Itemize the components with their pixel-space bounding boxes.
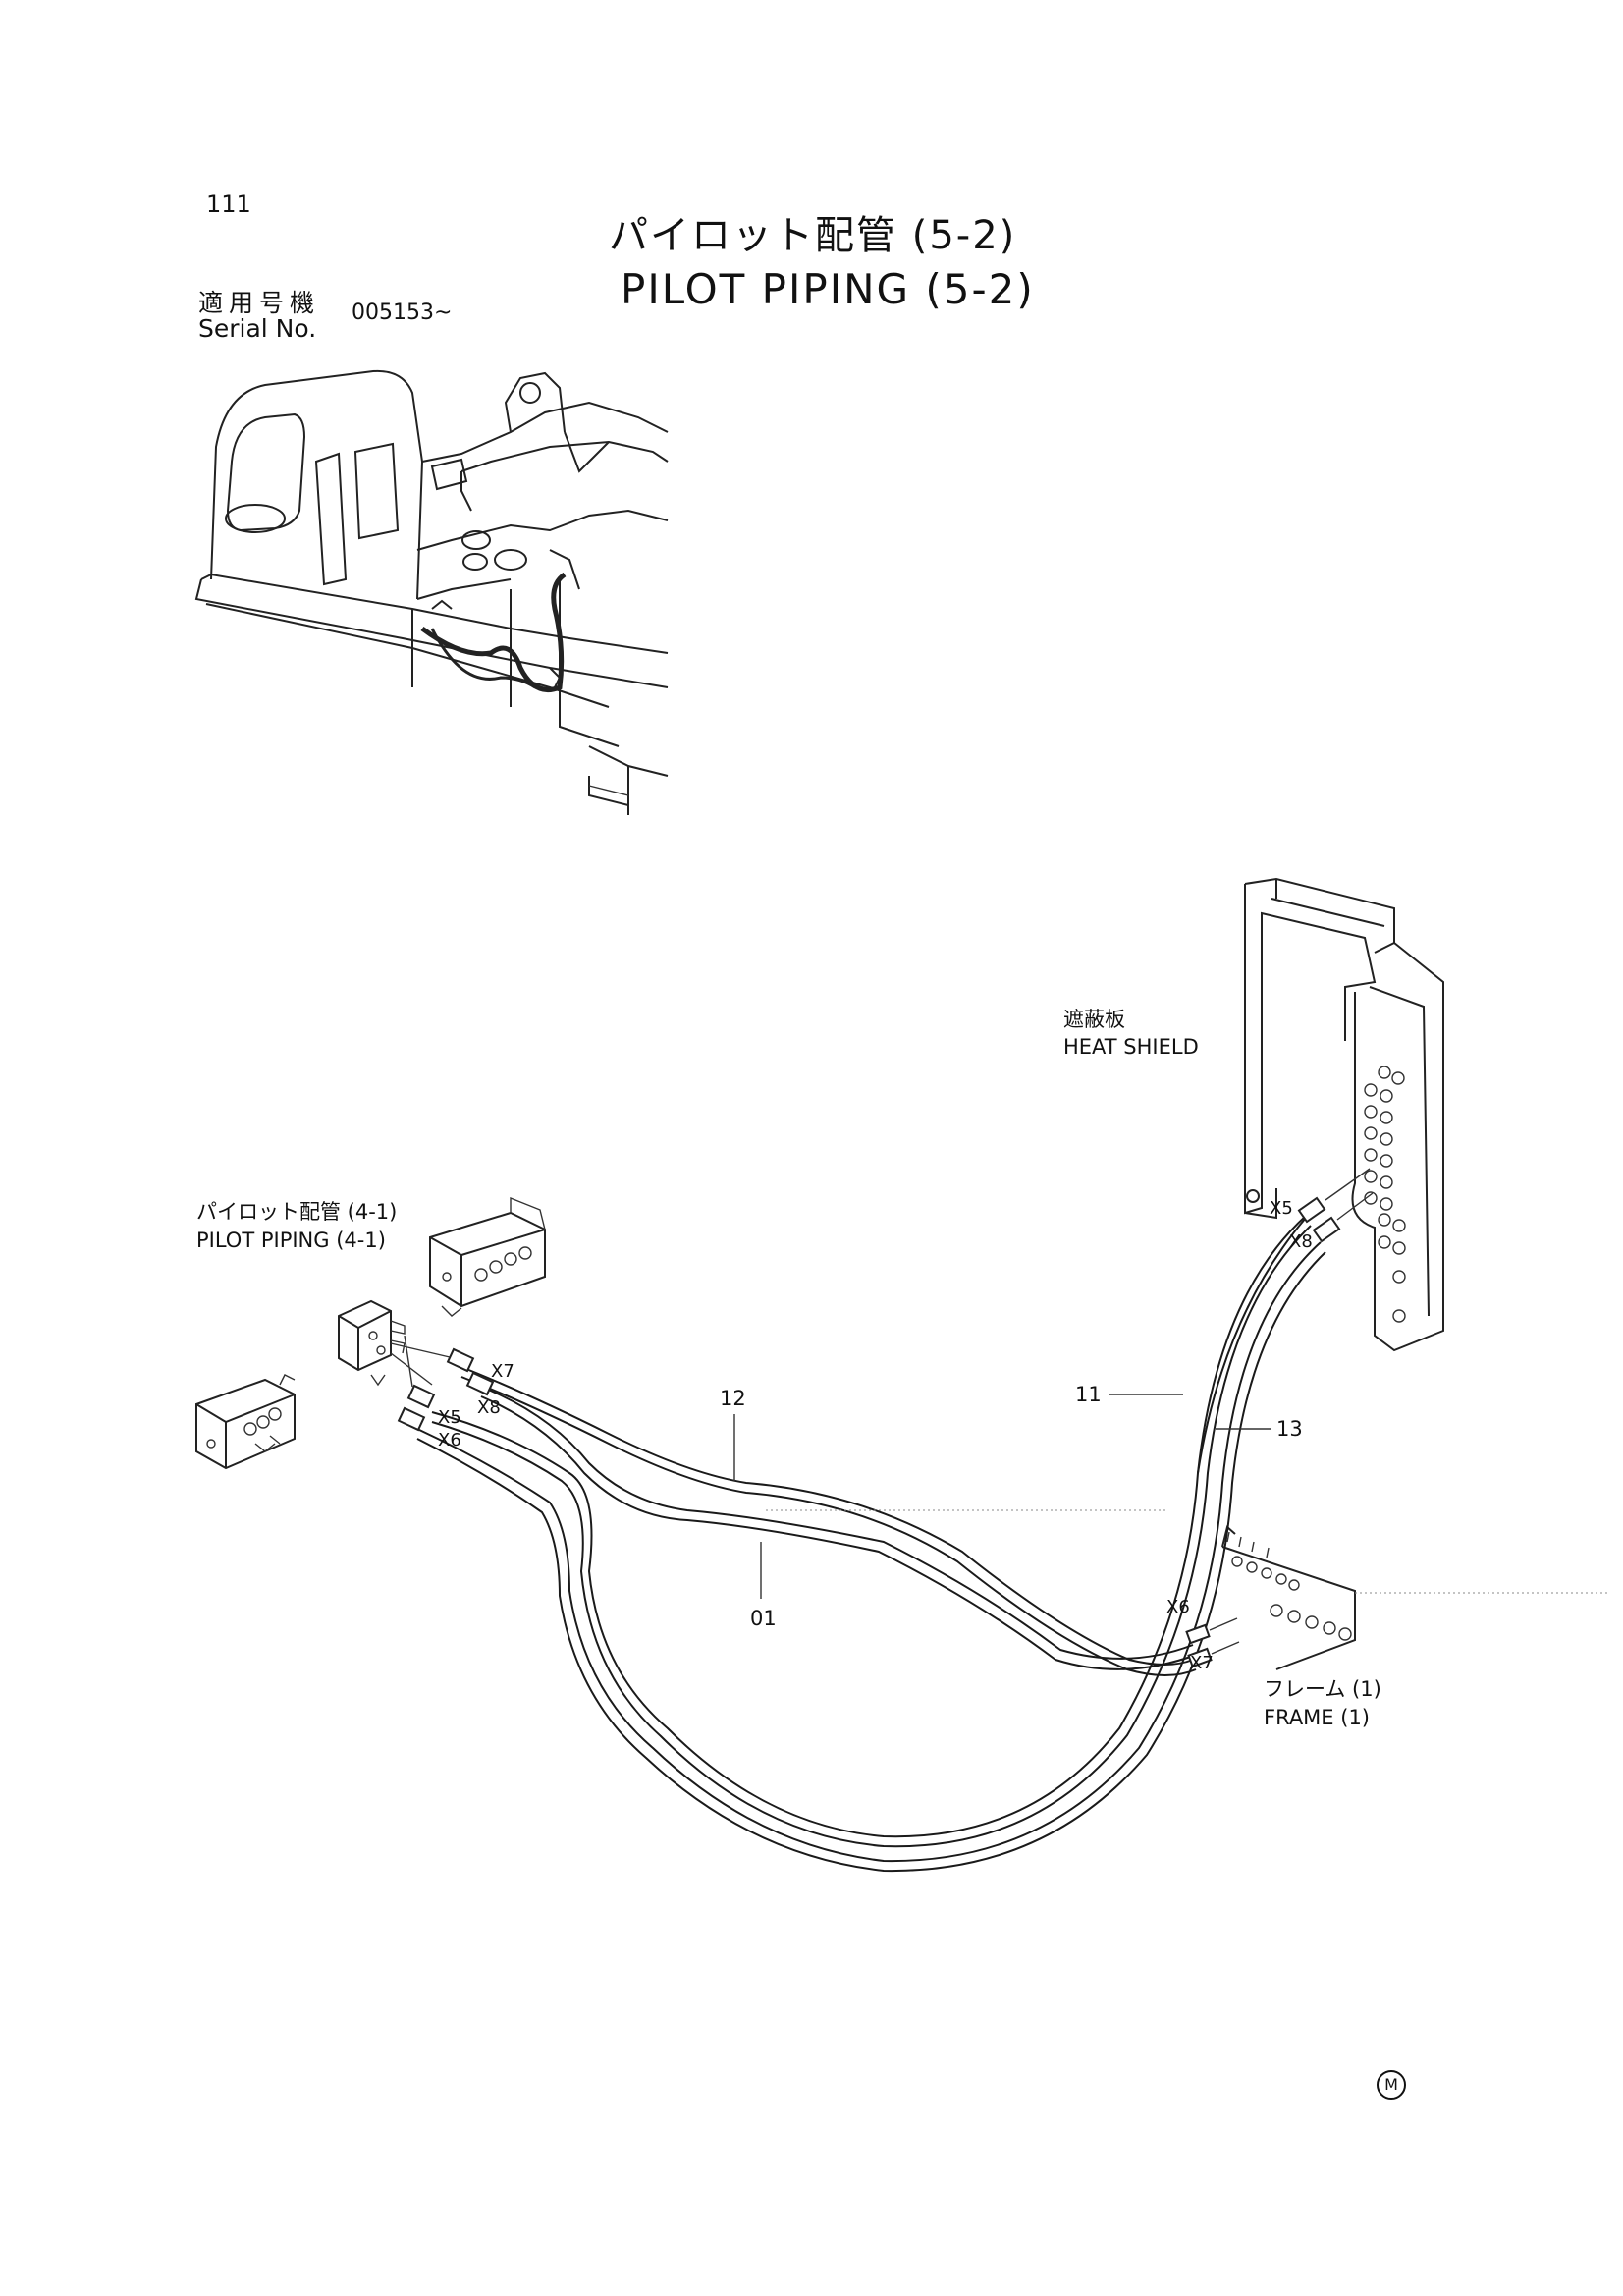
port-label-x6-frame: X6 <box>1166 1597 1190 1617</box>
part-number-01: 01 <box>750 1607 777 1630</box>
frame-plate <box>1221 1525 1356 1670</box>
serial-label-english: Serial No. <box>198 314 317 343</box>
part-number-12: 12 <box>720 1387 746 1410</box>
serial-label-japanese: 適用号機 <box>198 289 321 317</box>
heat-shield-label-english: HEAT SHIELD <box>1063 1035 1199 1059</box>
frame-ref-label-japanese: フレーム (1) <box>1264 1677 1381 1701</box>
page-number: 111 <box>206 191 251 218</box>
part-number-13: 13 <box>1276 1417 1303 1441</box>
port-label-x8-left: X8 <box>477 1397 501 1418</box>
port-label-x7-left: X7 <box>491 1361 514 1382</box>
serial-number-value: 005153~ <box>352 301 453 325</box>
pilot-valve-blocks <box>195 1196 546 1470</box>
port-label-x7-frame: X7 <box>1190 1653 1214 1673</box>
pilot-piping-ref-label-english: PILOT PIPING (4-1) <box>196 1229 386 1252</box>
port-label-x5-heat-shield: X5 <box>1270 1198 1293 1219</box>
hose-fittings <box>390 1168 1374 1668</box>
maker-mark-icon: M <box>1377 2070 1406 2100</box>
frame-ref-label-english: FRAME (1) <box>1264 1706 1370 1729</box>
port-label-x6-left: X6 <box>438 1430 461 1450</box>
hose-assemblies <box>416 1215 1326 1873</box>
page-title-english: PILOT PIPING (5-2) <box>621 265 1035 313</box>
heat-shield <box>1244 877 1444 1352</box>
port-label-x5-left: X5 <box>438 1407 461 1428</box>
heat-shield-label-japanese: 遮蔽板 <box>1063 1008 1125 1031</box>
part-number-11: 11 <box>1075 1383 1102 1406</box>
port-label-x8-heat-shield: X8 <box>1289 1231 1313 1252</box>
page-title-japanese: パイロット配管 (5-2) <box>609 213 1017 258</box>
leader-lines <box>733 1394 1610 1599</box>
excavator-location-inset <box>194 369 669 815</box>
pilot-piping-ref-label-japanese: パイロット配管 (4-1) <box>196 1200 398 1224</box>
